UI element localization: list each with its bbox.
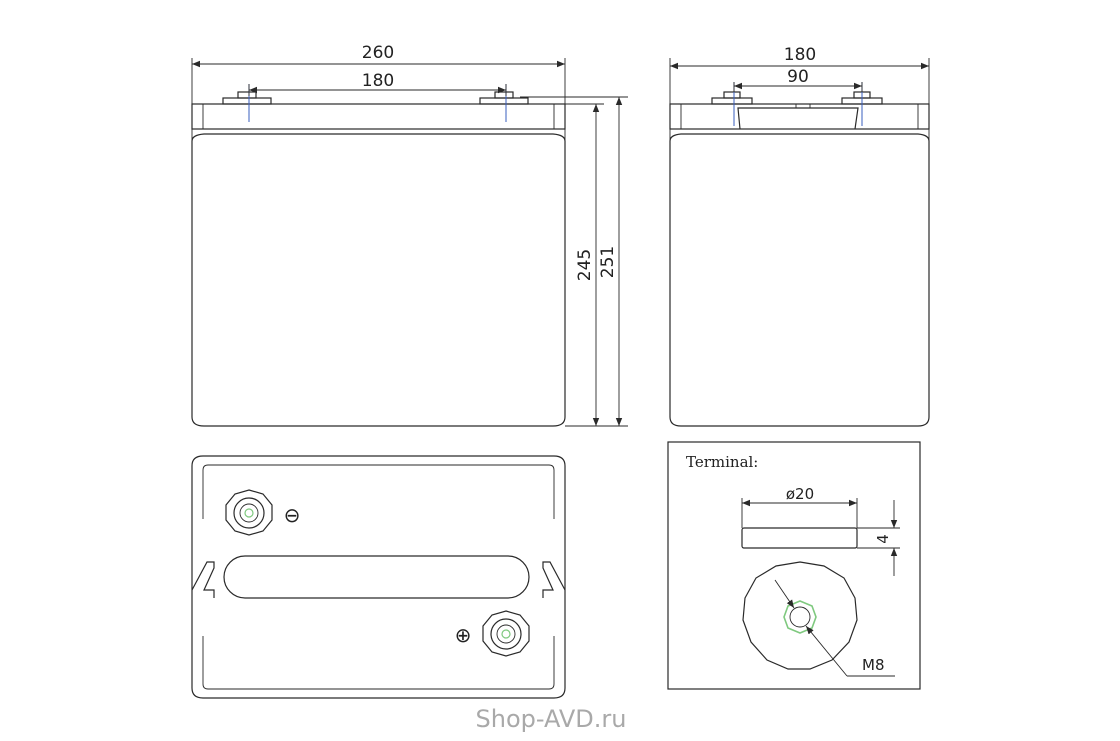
dim-terminal-diameter: ø20 [741,485,858,528]
terminal-detail-title: Terminal: [686,453,758,471]
terminal-detail: Terminal: ø20 4 M8 [667,441,921,690]
negative-terminal-symbol: ⊖ [284,503,301,527]
side-view: 180 90 [669,45,930,427]
side-body [669,133,930,427]
front-lid [191,103,566,130]
top-notch-left [191,561,215,598]
terminal-washer-side [741,527,858,549]
dim-front-total-height: 251 [520,96,628,426]
front-body [191,133,566,427]
side-terminal-left [711,82,753,126]
terminal-detail-frame [667,441,921,690]
dim-front-terminal-spacing-label: 180 [362,71,394,91]
dim-side-width: 180 [669,45,930,104]
dim-terminal-diameter-label: ø20 [786,485,814,503]
terminal-washer-top [742,561,858,670]
dim-front-width-label: 260 [362,43,394,63]
top-handle [223,555,530,599]
top-notch-right [542,561,566,598]
dim-terminal-thread: M8 [774,579,895,677]
front-view: 260 180 245 251 [191,43,628,427]
dim-side-terminal-spacing: 90 [733,67,863,92]
top-outline [191,455,566,699]
dim-front-total-height-label: 251 [598,246,618,278]
dim-front-case-height-label: 245 [575,249,595,281]
dim-side-terminal-spacing-label: 90 [787,67,809,87]
terminal-m8-hole [783,600,817,634]
dim-front-case-height: 245 [565,103,628,427]
positive-terminal-symbol: ⊕ [455,623,472,647]
dim-terminal-thread-label: M8 [862,656,885,674]
dim-front-terminal-spacing: 180 [248,71,507,96]
dim-terminal-thickness: 4 [857,500,900,576]
side-center-cap [737,107,859,130]
top-view: ⊖ ⊕ [191,455,566,699]
dim-front-width: 260 [191,43,566,104]
top-terminal-positive [482,610,530,657]
top-terminal-negative [225,489,273,536]
dim-terminal-thickness-label: 4 [874,534,892,544]
watermark: Shop-AVD.ru [476,705,627,733]
dim-side-width-label: 180 [784,45,816,65]
